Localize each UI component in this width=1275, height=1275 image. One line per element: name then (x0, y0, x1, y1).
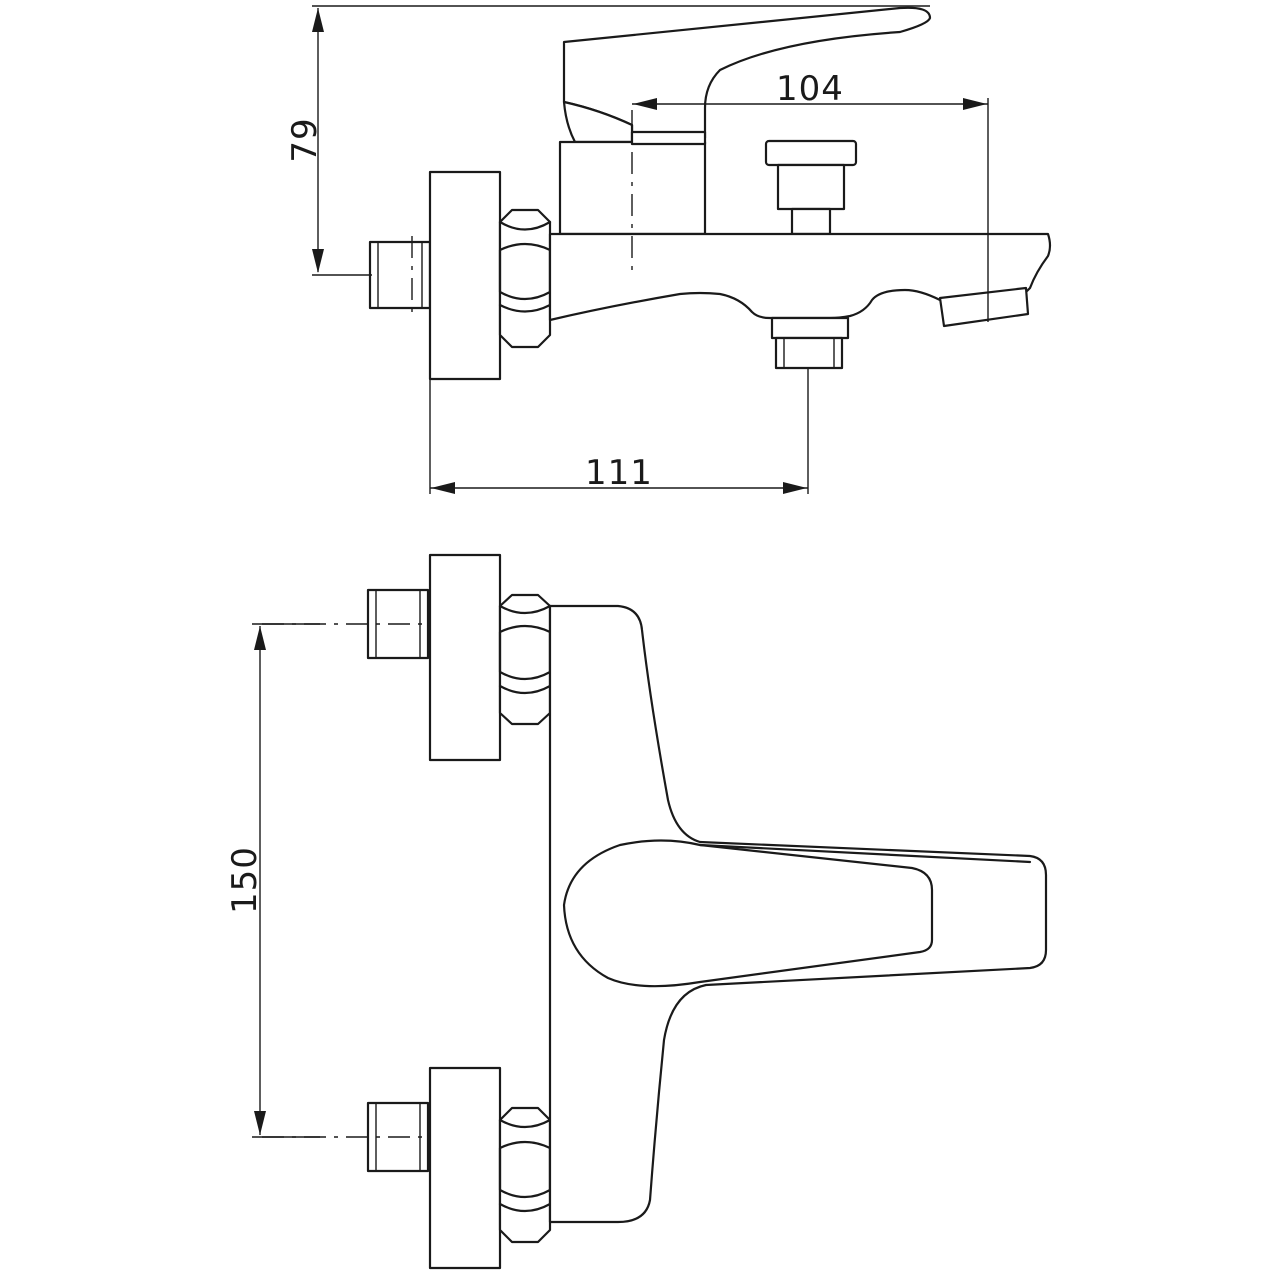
side-diverter-knob (764, 139, 858, 236)
front-view: 150 (225, 553, 1048, 1270)
side-spout-body (548, 232, 1052, 322)
dim-lever-height: 79 (285, 5, 930, 276)
dim-spout-reach-label: 104 (776, 69, 844, 109)
dim-spout-reach: 104 (632, 69, 989, 322)
dim-inlet-spacing: 150 (225, 623, 320, 1138)
dim-outlet-offset: 111 (429, 368, 809, 494)
front-upper-inlet (262, 553, 552, 762)
dim-outlet-offset-label: 111 (585, 453, 653, 493)
side-aerator (938, 286, 1030, 328)
side-wall-flange (428, 170, 502, 381)
dim-lever-height-label: 79 (285, 117, 325, 162)
side-shower-outlet (770, 316, 850, 370)
side-lever-handle (558, 6, 932, 236)
front-lower-inlet (262, 1066, 552, 1270)
side-view: 79 104 111 (285, 5, 1052, 494)
dim-inlet-spacing-label: 150 (225, 846, 265, 914)
side-hex-nut (498, 208, 552, 349)
front-lever-paddle (562, 839, 1032, 988)
side-inlet-pipe (368, 236, 432, 314)
